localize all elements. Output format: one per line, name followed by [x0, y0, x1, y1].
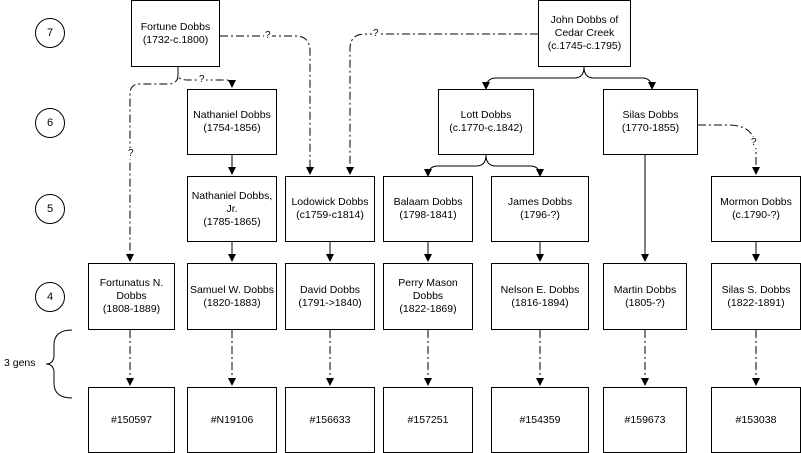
person-perry-dobbs[interactable]: Perry Mason Dobbs (1822-1869) [383, 263, 473, 330]
person-dates: (1770-1855) [621, 122, 680, 134]
person-name: Perry Mason [398, 277, 458, 289]
kit-box[interactable]: #156633 [285, 387, 375, 453]
person-lodowick-dobbs[interactable]: Lodowick Dobbs (c1759-c1814) [285, 176, 375, 242]
person-lott-dobbs[interactable]: Lott Dobbs (c.1770-c.1842) [438, 89, 534, 155]
kit-box[interactable]: #153038 [711, 387, 801, 453]
kit-box[interactable]: #159673 [603, 387, 687, 453]
kit-number: #157251 [407, 413, 449, 426]
kit-number: #N19106 [210, 413, 254, 426]
edge-lott-balaam [424, 154, 487, 177]
edge-silas-mormon [698, 124, 760, 175]
gens-note: 3 gens [4, 357, 36, 369]
person-dates: (c.1790-?) [732, 209, 780, 221]
person-silas-s-dobbs[interactable]: Silas S. Dobbs (1822-1891) [711, 263, 801, 330]
person-name-2: Dobbs [116, 290, 147, 302]
person-name-2: Cedar Creek [554, 27, 615, 39]
person-dates: (1820-1883) [203, 296, 261, 309]
person-mormon-dobbs[interactable]: Mormon Dobbs (c.1790-?) [711, 176, 801, 242]
uncertain-mark: ? [264, 30, 272, 41]
kit-number: #154359 [519, 413, 561, 426]
person-dates: (c.1770-c.1842) [449, 122, 523, 134]
person-name: Martin Dobbs [613, 283, 677, 296]
uncertain-mark: ? [372, 28, 380, 39]
person-name: Fortune Dobbs [140, 20, 211, 33]
person-name: Silas S. Dobbs [721, 283, 791, 296]
generation-5-label: 5 [46, 203, 54, 215]
edge-john-lodowick [346, 33, 538, 175]
edge-fortune-fortunatus [126, 74, 179, 262]
kit-number: #153038 [735, 413, 777, 426]
kit-box[interactable]: #150597 [88, 387, 175, 453]
person-name-2: Dobbs [412, 290, 444, 302]
kit-box[interactable]: #N19106 [187, 387, 277, 453]
person-fortune-dobbs[interactable]: Fortune Dobbs (1732-c.1800) [131, 0, 220, 67]
person-name: Mormon Dobbs [720, 196, 792, 208]
generation-4-circle: 4 [35, 282, 65, 312]
generation-6-circle: 6 [35, 108, 65, 138]
person-balaam-dobbs[interactable]: Balaam Dobbs (1798-1841) [383, 176, 473, 242]
person-nathaniel-dobbs[interactable]: Nathaniel Dobbs (1754-1856) [187, 89, 277, 155]
generation-4-label: 4 [46, 291, 54, 303]
generation-7-circle: 7 [35, 18, 65, 48]
person-james-dobbs[interactable]: James Dobbs (1796-?) [491, 176, 589, 242]
person-name: Lodowick Dobbs [291, 196, 369, 208]
person-name: James Dobbs [507, 196, 573, 208]
person-dates: (1808-1889) [102, 303, 161, 315]
uncertain-mark: ? [127, 148, 135, 159]
person-nathaniel-dobbs-jr[interactable]: Nathaniel Dobbs, Jr. (1785-1865) [187, 176, 277, 242]
person-john-dobbs[interactable]: John Dobbs of Cedar Creek (c.1745-c.1795… [538, 0, 631, 67]
generation-5-circle: 5 [35, 194, 65, 224]
person-dates: (1785-1865) [203, 215, 261, 228]
edge-lott-james [485, 154, 544, 177]
person-name: David Dobbs [299, 283, 361, 296]
edge-john-lott [482, 66, 585, 90]
person-dates: (1791->1840) [298, 296, 362, 309]
generation-6-label: 6 [46, 117, 54, 129]
kit-box[interactable]: #154359 [491, 387, 589, 453]
person-name: Nathaniel Dobbs [193, 109, 271, 121]
person-martin-dobbs[interactable]: Martin Dobbs (1805-?) [603, 263, 687, 330]
person-fortunatus-dobbs[interactable]: Fortunatus N. Dobbs (1808-1889) [88, 263, 175, 330]
person-name-2: Jr. [226, 202, 238, 215]
person-dates: (1732-c.1800) [142, 33, 209, 46]
edge-fortune-lodowick [220, 35, 314, 175]
uncertain-mark: ? [198, 74, 206, 85]
person-silas-dobbs[interactable]: Silas Dobbs (1770-1855) [603, 89, 698, 155]
person-dates: (1754-1856) [203, 122, 261, 134]
person-dates: (1816-1894) [511, 296, 569, 309]
person-david-dobbs[interactable]: David Dobbs (1791->1840) [285, 263, 375, 330]
person-nelson-dobbs[interactable]: Nelson E. Dobbs (1816-1894) [491, 263, 589, 330]
person-name: John Dobbs of [550, 14, 619, 26]
kit-number: #150597 [111, 413, 152, 426]
person-name: Samuel W. Dobbs [189, 283, 275, 296]
person-dates: (1822-1891) [727, 296, 785, 309]
person-dates: (c1759-c1814) [296, 209, 364, 221]
edge-john-silas [583, 66, 656, 90]
person-samuel-dobbs[interactable]: Samuel W. Dobbs (1820-1883) [187, 263, 277, 330]
person-name: Lott Dobbs [460, 109, 512, 121]
person-dates: (1822-1869) [399, 303, 457, 315]
person-dates: (c.1745-c.1795) [547, 40, 622, 52]
generation-7-label: 7 [46, 27, 54, 39]
brace [45, 329, 73, 399]
kit-box[interactable]: #157251 [383, 387, 473, 453]
person-name: Nathaniel Dobbs, [191, 189, 273, 202]
person-dates: (1796-?) [520, 209, 560, 221]
person-dates: (1798-1841) [399, 209, 457, 221]
person-name: Nelson E. Dobbs [500, 283, 580, 296]
uncertain-mark: ? [750, 137, 758, 148]
edge-fortune-nathaniel [177, 67, 236, 88]
person-name: Fortunatus N. [99, 277, 164, 289]
person-dates: (1805-?) [625, 296, 665, 309]
kit-number: #156633 [309, 413, 351, 426]
person-name: Silas Dobbs [622, 109, 679, 121]
person-name: Balaam Dobbs [393, 196, 463, 208]
kit-number: #159673 [624, 413, 666, 426]
